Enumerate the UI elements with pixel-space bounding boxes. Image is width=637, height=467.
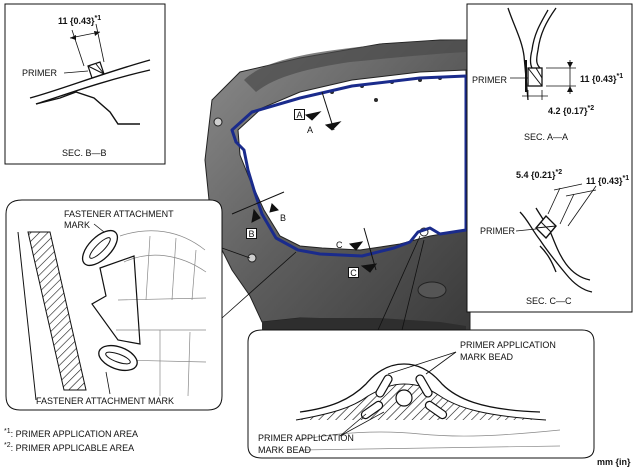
section-line-c <box>363 227 377 271</box>
legend-item-2: *2: PRIMER APPLICABLE AREA <box>4 442 135 453</box>
section-tag-b-right: B <box>280 213 287 223</box>
panel-fastener-detail <box>5 199 223 411</box>
fastener-mark-bottom: FASTENER ATTACHMENT MARK <box>36 396 175 406</box>
section-tag-a-lower: A <box>307 125 314 135</box>
sec-c-caption: SEC. C—C <box>526 296 572 306</box>
section-tag-c-lower: C <box>348 267 359 278</box>
sec-b-caption: SEC. B—B <box>62 148 107 158</box>
liftgate-panel <box>204 39 471 331</box>
primer-label-a: PRIMER <box>472 75 508 85</box>
primer-bead-path <box>230 74 468 258</box>
units-label: mm {in} <box>597 457 631 467</box>
section-line-b <box>231 191 285 215</box>
panel-bead-detail <box>247 329 595 459</box>
panel-sec-b <box>4 3 166 165</box>
dim-a-width: 11 {0.43}*1 <box>580 73 624 84</box>
section-tag-a-upper: A <box>294 109 305 120</box>
bead-bottom-line1: PRIMER APPLICATION <box>258 433 354 443</box>
dim-b-width: 11 {0.43}*1 <box>58 15 102 26</box>
dim-c-depth: 5.4 {0.21}*2 <box>516 169 563 180</box>
bead-top-line1: PRIMER APPLICATION <box>460 340 556 350</box>
bead-bottom-line2: MARK BEAD <box>258 445 312 455</box>
primer-label-c: PRIMER <box>480 226 516 236</box>
section-tag-b-left: B <box>246 228 257 239</box>
dim-a-depth: 4.2 {0.17}*2 <box>548 105 595 116</box>
section-tag-c-upper: C <box>336 240 343 250</box>
fastener-mark-top-line2: MARK <box>64 220 91 230</box>
sec-a-caption: SEC. A—A <box>524 132 569 142</box>
dim-c-width: 11 {0.43}*1 <box>586 175 630 186</box>
legend-item-1: *1: PRIMER APPLICATION AREA <box>4 428 138 439</box>
fastener-mark-top-line1: FASTENER ATTACHMENT <box>64 209 174 219</box>
primer-label-b: PRIMER <box>22 68 58 78</box>
panel-sec-a-c <box>466 3 633 313</box>
bead-top-line2: MARK BEAD <box>460 352 514 362</box>
